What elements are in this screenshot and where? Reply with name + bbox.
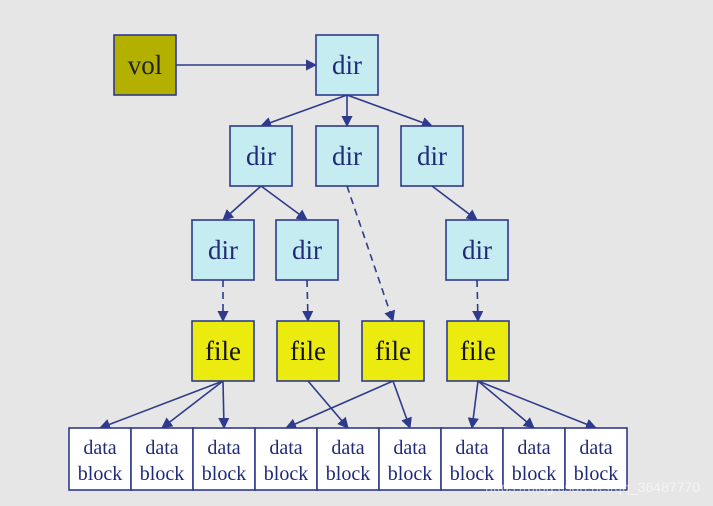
block-label-data: data xyxy=(145,437,178,459)
node-block-7: data block xyxy=(440,427,504,491)
edge-file-1-to-block-2 xyxy=(161,380,224,429)
node-block-8: data block xyxy=(502,427,566,491)
block-label-data: data xyxy=(331,437,364,459)
block-box xyxy=(564,427,628,491)
node-dir-l1-c: dir xyxy=(400,125,464,187)
block-box xyxy=(378,427,442,491)
file-label: file xyxy=(290,336,326,366)
edge-dir-l1-b-to-file-3 xyxy=(346,185,396,323)
block-box xyxy=(440,427,504,491)
block-box xyxy=(316,427,380,491)
node-file-3: file xyxy=(361,320,425,382)
dir-box xyxy=(400,125,464,187)
block-label-data: data xyxy=(579,437,612,459)
dir-box xyxy=(275,219,339,281)
file-box xyxy=(276,320,340,382)
edge-file-2-to-block-5 xyxy=(307,380,349,429)
dir-box xyxy=(229,125,293,187)
node-block-4: data block xyxy=(254,427,318,491)
block-label-block: block xyxy=(512,463,556,485)
edge-dir-l2-b-to-file-2 xyxy=(302,279,314,323)
file-box xyxy=(361,320,425,382)
edge-file-1-to-block-1 xyxy=(98,380,224,430)
block-label-data: data xyxy=(393,437,426,459)
node-block-9: data block xyxy=(564,427,628,491)
block-box xyxy=(502,427,566,491)
dir-label: dir xyxy=(332,50,362,80)
node-block-2: data block xyxy=(130,427,194,491)
node-block-5: data block xyxy=(316,427,380,491)
dir-label: dir xyxy=(292,235,322,265)
edge-dir-l1-c-to-dir-l2-c xyxy=(431,185,478,221)
dir-box xyxy=(191,219,255,281)
edge-file-4-to-block-8 xyxy=(477,380,535,429)
edge-file-4-to-block-9 xyxy=(477,380,598,430)
block-label-block: block xyxy=(264,463,308,485)
block-label-data: data xyxy=(455,437,488,459)
vol-label: vol xyxy=(128,50,163,80)
block-label-data: data xyxy=(269,437,302,459)
dir-box xyxy=(315,125,379,187)
file-box xyxy=(446,320,510,382)
dir-label: dir xyxy=(332,141,362,171)
block-box xyxy=(68,427,132,491)
file-box xyxy=(191,320,255,382)
edge-file-3-to-block-4 xyxy=(284,380,394,430)
node-block-3: data block xyxy=(192,427,256,491)
edge-dir-l2-c-to-file-4 xyxy=(472,279,484,323)
block-label-block: block xyxy=(450,463,494,485)
node-block-1: data block xyxy=(68,427,132,491)
dir-label: dir xyxy=(417,141,447,171)
block-label-data: data xyxy=(83,437,116,459)
edge-dir-l1-a-to-dir-l2-a xyxy=(222,185,262,221)
dir-label: dir xyxy=(246,141,276,171)
block-box xyxy=(192,427,256,491)
watermark-text: https://blog.csdn.net/qq_36487770 xyxy=(485,479,700,495)
dir-label: dir xyxy=(208,235,238,265)
node-dir-root: dir xyxy=(315,34,379,96)
block-label-block: block xyxy=(140,463,184,485)
node-block-6: data block xyxy=(378,427,442,491)
block-label-data: data xyxy=(517,437,550,459)
block-label-block: block xyxy=(574,463,618,485)
file-label: file xyxy=(375,336,411,366)
block-label-block: block xyxy=(202,463,246,485)
edge-dir-l1-a-to-dir-l2-b xyxy=(260,185,308,221)
vol-box xyxy=(113,34,177,96)
node-dir-l1-b: dir xyxy=(315,125,379,187)
block-label-block: block xyxy=(388,463,432,485)
node-dir-l2-b: dir xyxy=(275,219,339,281)
block-label-block: block xyxy=(78,463,122,485)
node-dir-l2-a: dir xyxy=(191,219,255,281)
dir-box xyxy=(315,34,379,96)
node-file-4: file xyxy=(446,320,510,382)
dir-label: dir xyxy=(462,235,492,265)
edge-file-3-to-block-6 xyxy=(392,380,412,430)
edge-file-4-to-block-7 xyxy=(467,380,479,430)
edges-layer xyxy=(98,59,598,430)
edge-file-1-to-block-3 xyxy=(218,380,230,430)
block-box xyxy=(254,427,318,491)
node-file-2: file xyxy=(276,320,340,382)
node-file-1: file xyxy=(191,320,255,382)
dir-box xyxy=(445,219,509,281)
block-label-data: data xyxy=(207,437,240,459)
block-box xyxy=(130,427,194,491)
node-dir-l1-a: dir xyxy=(229,125,293,187)
file-label: file xyxy=(460,336,496,366)
block-label-block: block xyxy=(326,463,370,485)
nodes-layer: vol dir dir dir dir dir dir dir file file file file… xyxy=(68,34,628,491)
edge-dir-root-to-dir-l1-a xyxy=(259,94,348,128)
node-vol: vol xyxy=(113,34,177,96)
file-label: file xyxy=(205,336,241,366)
node-dir-l2-c: dir xyxy=(445,219,509,281)
edge-dir-root-to-dir-l1-c xyxy=(346,94,434,128)
